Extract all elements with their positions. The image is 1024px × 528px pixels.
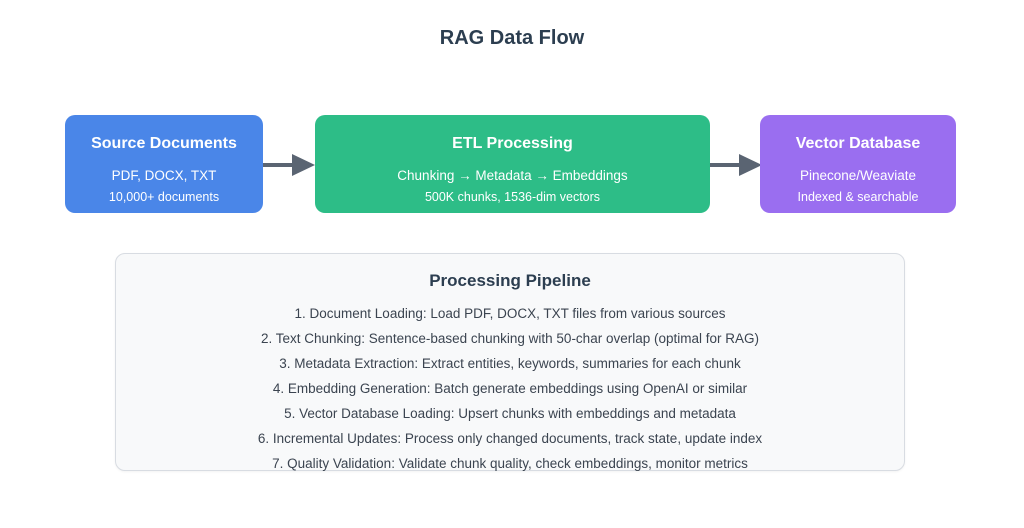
pipeline-step: 5. Vector Database Loading: Upsert chunk… (284, 406, 736, 421)
flow-node-vector-database: Vector Database Pinecone/Weaviate Indexe… (760, 115, 956, 213)
node-detail: Indexed & searchable (797, 190, 919, 204)
node-title: Source Documents (91, 135, 237, 152)
pipeline-step: 2. Text Chunking: Sentence-based chunkin… (260, 331, 759, 346)
page-title: RAG Data Flow (439, 27, 585, 49)
flow-arrow-icon (263, 154, 315, 176)
pipeline-title: Processing Pipeline (429, 271, 591, 290)
pipeline-step: 1. Document Loading: Load PDF, DOCX, TXT… (294, 306, 726, 321)
pipeline-step: 3. Metadata Extraction: Extract entities… (279, 356, 741, 371)
pipeline-step: 7. Quality Validation: Validate chunk qu… (272, 456, 748, 471)
flow-node-etl-processing: ETL Processing Chunking → Metadata → Emb… (315, 115, 710, 213)
node-title: ETL Processing (452, 135, 573, 152)
node-title: Vector Database (795, 135, 921, 152)
flow-node-source-documents: Source Documents PDF, DOCX, TXT 10,000+ … (65, 115, 263, 213)
flow-arrow-icon (710, 154, 762, 176)
node-detail: 500K chunks, 1536-dim vectors (424, 190, 601, 204)
pipeline-step-list: 1. Document Loading: Load PDF, DOCX, TXT… (116, 301, 904, 476)
node-subtitle: Chunking → Metadata → Embeddings (397, 168, 628, 183)
node-subtitle: Pinecone/Weaviate (799, 168, 917, 183)
node-detail: 10,000+ documents (108, 190, 220, 204)
processing-pipeline-panel: Processing Pipeline 1. Document Loading:… (115, 253, 905, 471)
node-subtitle: PDF, DOCX, TXT (111, 168, 217, 183)
pipeline-step: 4. Embedding Generation: Batch generate … (272, 381, 748, 396)
pipeline-step: 6. Incremental Updates: Process only cha… (257, 431, 763, 446)
